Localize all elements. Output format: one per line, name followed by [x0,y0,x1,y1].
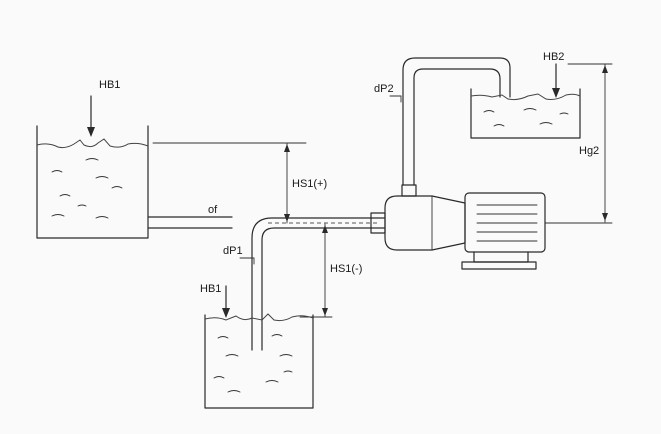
dp2-pressure-point [389,95,402,103]
hb1-upper-arrow [87,95,95,137]
dp2-label: dP2 [374,83,394,95]
hg2-label: Hg2 [579,145,599,157]
overflow-pipe [147,216,233,229]
hs1-negative-dimension [299,223,333,318]
hb1-upper-label: HB1 [99,79,120,91]
hs1-positive-label: HS1(+) [292,178,327,190]
upper-discharge-tank [470,88,581,139]
suction-pipe [251,217,385,351]
hb2-label: HB2 [543,51,564,63]
dp1-label: dP1 [223,245,243,257]
pump-housing [370,184,466,251]
upper-suction-tank [36,125,149,239]
dp1-pressure-point [239,257,255,265]
discharge-pipe [402,57,511,186]
hs1-positive-dimension [284,142,290,224]
lower-suction-tank [204,313,314,409]
hg2-dimension [602,63,608,223]
hb1-lower-arrow [222,285,230,318]
hs1-negative-label: HS1(-) [330,263,362,275]
electric-motor [461,192,546,270]
hb2-arrow [552,63,560,98]
overflow-label: of [208,204,218,216]
hb1-lower-label: HB1 [200,283,221,295]
